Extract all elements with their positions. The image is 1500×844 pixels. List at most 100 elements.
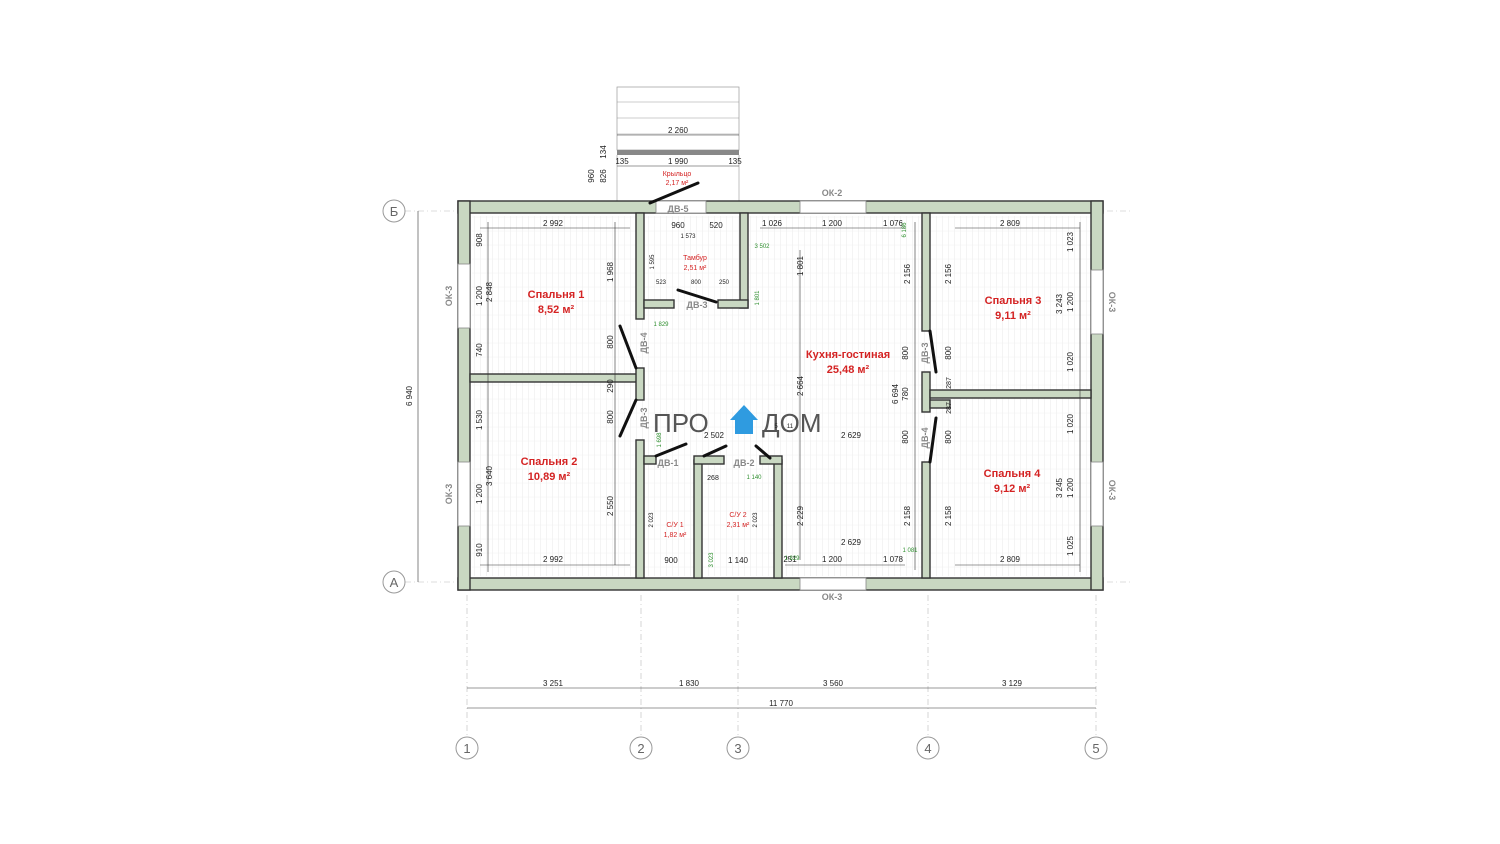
dim-label: 1 081 [902, 548, 918, 554]
dim-label: 960 [671, 221, 685, 230]
dim-label: 2 158 [944, 505, 953, 526]
left-vertical-dimensions: 908 1 200 740 1 530 1 200 910 2 848 3 64… [475, 233, 494, 557]
room-name: Тамбур [683, 254, 707, 262]
door-label: ДВ-4 [920, 428, 930, 449]
dim-label: 1 200 [822, 555, 843, 564]
dim-label: 1 026 [762, 219, 783, 228]
bottom-dimensions: 3 251 1 830 3 560 3 129 11 770 6 940 [405, 385, 1023, 708]
room-area: 25,48 м² [827, 364, 870, 376]
axis-col-label: 5 [1092, 741, 1099, 756]
dim-label: 523 [656, 280, 667, 286]
dim-label: 1 140 [728, 556, 749, 565]
house-icon [730, 405, 758, 434]
room-name: Спальня 4 [984, 468, 1042, 480]
door-label: ДВ-2 [734, 458, 755, 468]
dim-label: 2 156 [944, 263, 953, 284]
dim-label: 2 992 [543, 219, 564, 228]
dimension-lines [417, 134, 1096, 709]
dim-label: 1 573 [680, 234, 696, 240]
dim-label: 2 848 [485, 281, 494, 302]
dim-label: 1 020 [1066, 413, 1075, 434]
dim-label: 1 200 [1066, 291, 1075, 312]
door-label: ДВ-3 [920, 343, 930, 364]
dim-label: 1 595 [650, 254, 656, 270]
dim-label: 1 830 [679, 679, 700, 688]
dim-label: 1 200 [475, 483, 484, 504]
dim-label: 3 502 [754, 244, 770, 250]
door-label: ДВ-4 [639, 333, 649, 354]
dim-label: 3 560 [823, 679, 844, 688]
dim-label: 2 229 [796, 505, 805, 526]
dim-label: 908 [475, 233, 484, 247]
dim-total-height: 6 940 [405, 385, 414, 406]
dim-label: 2 809 [1000, 219, 1021, 228]
window-label: ОК-3 [1107, 292, 1117, 313]
room-name: Спальня 3 [985, 295, 1042, 307]
dim-label: 1 140 [746, 475, 762, 481]
axis-row-label: Б [390, 204, 399, 219]
dim-label: 2 550 [606, 495, 615, 516]
axis-col-label: 2 [637, 741, 644, 756]
dim-label: 2 023 [753, 512, 759, 528]
door-leaves [618, 181, 938, 464]
window-label: ОК-3 [1107, 480, 1117, 501]
room-name: С/У 1 [666, 522, 683, 529]
dim-label: 1 801 [755, 290, 761, 306]
dim-label: 960 [587, 169, 596, 183]
dim-label: 1 829 [784, 556, 800, 562]
logo-right: ДОМ [762, 408, 822, 438]
dim-label: 3 245 [1055, 477, 1064, 498]
dim-label: 1 530 [475, 409, 484, 430]
dim-label: 3 640 [485, 465, 494, 486]
dim-label: 1 829 [653, 322, 669, 328]
dim-label: 826 [599, 169, 608, 183]
room-area: 9,11 м² [995, 310, 1031, 322]
dim-label: 800 [944, 430, 953, 444]
dim-label: 1 200 [822, 219, 843, 228]
right-vertical-dimensions: 1 023 1 200 1 020 1 020 1 200 1 025 3 24… [1055, 231, 1075, 556]
dim-label: 2 629 [841, 431, 862, 440]
top-row-dimensions: 2 992 960 520 1 026 1 200 1 076 2 809 [543, 219, 1021, 230]
dim-label: 900 [664, 556, 678, 565]
dim-label: 3 129 [1002, 679, 1023, 688]
room-name: Спальня 2 [521, 456, 578, 468]
dim-label: 11 [787, 424, 794, 430]
inner-walls [469, 212, 1092, 579]
window-label: ОК-2 [822, 188, 843, 198]
dim-label: 1 025 [1066, 535, 1075, 556]
dim-label: 6 694 [891, 383, 900, 404]
door-label: ДВ-3 [687, 300, 708, 310]
door-labels: ДВ-5 ДВ-3 ДВ-4 ДВ-3 ДВ-1 ДВ-2 ДВ-3 ДВ-4 [639, 204, 930, 468]
window-label: ОК-3 [444, 484, 454, 505]
dim-label: 1 801 [796, 255, 805, 276]
dim-label: 135 [728, 157, 742, 166]
room-area: 2,17 м² [666, 180, 689, 187]
room-area: 1,82 м² [664, 532, 687, 539]
dim-label: 1 698 [657, 432, 663, 448]
dim-label: 800 [944, 346, 953, 360]
door-label: ДВ-5 [668, 204, 689, 214]
axis-col-label: 1 [463, 741, 470, 756]
dim-label: 2 260 [668, 126, 689, 135]
axis-col-label: 3 [734, 741, 741, 756]
window-label: ОК-3 [822, 592, 843, 602]
room-area: 2,31 м² [727, 522, 750, 529]
room-name: Кухня-гостиная [806, 349, 890, 361]
dim-label: 1 200 [1066, 477, 1075, 498]
room-name: Крыльцо [663, 171, 692, 178]
dim-total-width: 11 770 [769, 699, 793, 708]
room-labels: Спальня 1 8,52 м² Спальня 2 10,89 м² Спа… [521, 171, 1042, 539]
dim-label: 287 [946, 377, 953, 389]
windows [457, 200, 1104, 591]
room-area: 2,51 м² [684, 265, 707, 272]
dim-label: 800 [606, 335, 615, 349]
dim-label: 2 629 [841, 538, 862, 547]
window-labels: ОК-2 ОК-3 ОК-3 ОК-3 ОК-3 ОК-3 [444, 188, 1117, 602]
porch-dimensions: 2 260 135 1 990 135 960 826 134 [587, 126, 742, 183]
dim-label: 800 [606, 410, 615, 424]
logo-left: ПРО [653, 408, 709, 438]
window-label: ОК-3 [444, 286, 454, 307]
prodom-logo: ПРО ДОМ [653, 405, 822, 438]
dim-label: 2 156 [903, 263, 912, 284]
